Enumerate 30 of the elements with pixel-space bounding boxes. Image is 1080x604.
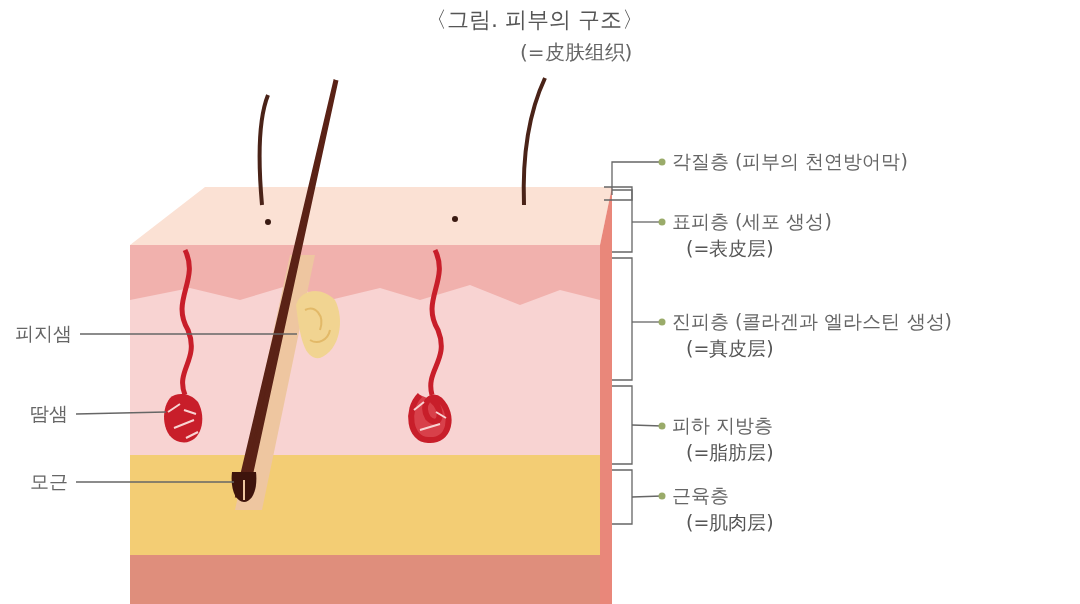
leader-line <box>611 158 666 196</box>
bracket <box>603 186 633 201</box>
hair-root <box>231 472 257 502</box>
sebaceous-gland <box>296 290 340 359</box>
bracket <box>611 469 633 525</box>
leader-line <box>631 492 666 500</box>
label-text: 모근 <box>30 469 68 494</box>
leader-line <box>79 333 298 335</box>
bracket <box>611 189 633 253</box>
leader-line <box>75 481 235 483</box>
label-text: 땀샘 <box>30 401 68 426</box>
translation-text: (=真皮层) <box>685 336 775 361</box>
subtitle: (=皮肤组织) <box>520 40 633 64</box>
label-text: 진피층 (콜라겐과 엘라스틴 생성) <box>672 309 952 334</box>
label-text: 피지샘 <box>15 321 72 346</box>
title: 〈그림. 피부의 구조〉 <box>425 8 644 32</box>
leader-line <box>631 422 666 430</box>
label-text: 피하 지방층 <box>672 413 774 438</box>
label-text: 각질층 (피부의 천연방어막) <box>672 149 908 174</box>
label-text: 표피층 (세포 생성) <box>672 209 832 234</box>
label-text: 근육층 <box>672 483 730 508</box>
bracket <box>611 257 633 381</box>
translation-text: (=表皮层) <box>685 236 775 261</box>
leader-line <box>631 318 666 326</box>
translation-text: (=肌肉层) <box>685 510 774 535</box>
leader-line <box>631 218 666 226</box>
translation-text: (=脂肪层) <box>685 440 774 465</box>
leader-line <box>75 411 167 415</box>
sweat-gland <box>164 393 203 443</box>
bracket <box>611 385 633 465</box>
